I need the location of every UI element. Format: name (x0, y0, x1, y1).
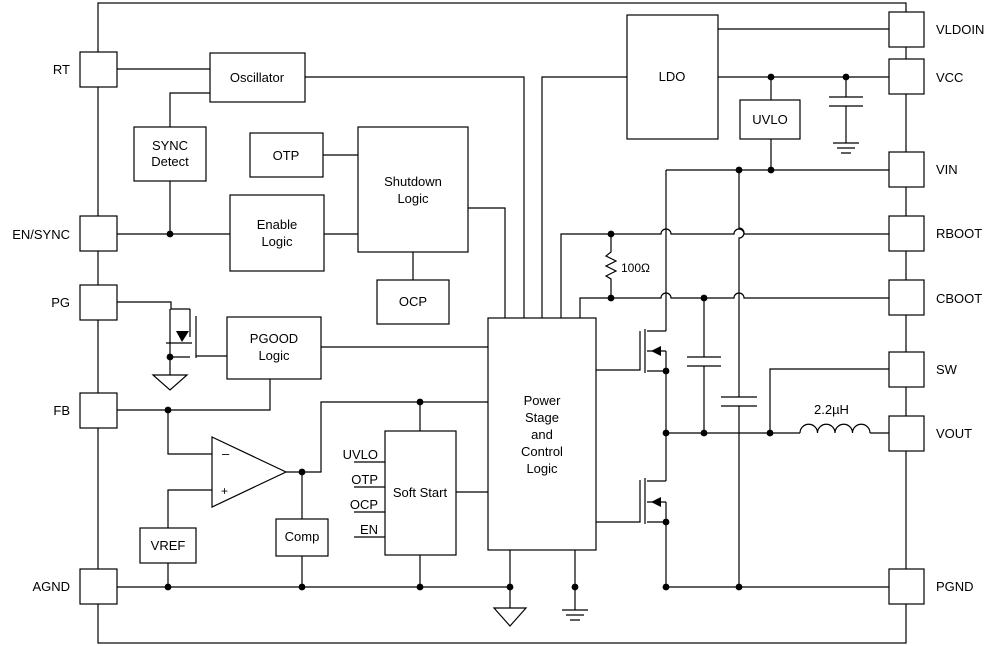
pin-pg-label: PG (51, 295, 70, 310)
shutdown-logic-label-2: Logic (397, 191, 429, 206)
sync-detect-label-2: Detect (151, 154, 189, 169)
soft-start-inputs: UVLO OTP OCP EN (343, 447, 378, 537)
power-stage-label-2: Stage (525, 410, 559, 425)
comp-label: Comp (285, 529, 320, 544)
soft-start-label: Soft Start (393, 485, 448, 500)
soft-start-input-ocp: OCP (350, 497, 378, 512)
enable-logic-label-1: Enable (257, 217, 297, 232)
otp-label: OTP (273, 148, 300, 163)
pin-vout-label: VOUT (936, 426, 972, 441)
otp-block: OTP (249, 132, 324, 178)
pin-pg-box (79, 284, 118, 321)
ocp-label: OCP (399, 294, 427, 309)
pin-en-sync-box (79, 215, 118, 252)
pin-fb-label: FB (53, 403, 70, 418)
pin-vin-box (888, 151, 925, 188)
amp-plus-sign: + (221, 484, 228, 498)
enable-logic-label-2: Logic (261, 234, 293, 249)
pin-vin-label: VIN (936, 162, 958, 177)
oscillator-block: Oscillator (209, 52, 306, 103)
inductor-value: 2.2µH (814, 402, 849, 417)
pin-sw-label: SW (936, 362, 958, 377)
sync-detect-block: SYNC Detect (133, 126, 207, 182)
ldo-label: LDO (659, 69, 686, 84)
soft-start-input-en: EN (360, 522, 378, 537)
power-stage-label-3: and (531, 427, 553, 442)
soft-start-input-otp: OTP (351, 472, 378, 487)
pin-pgnd-label: PGND (936, 579, 974, 594)
power-stage-label-1: Power (524, 393, 562, 408)
wires (117, 28, 889, 627)
pin-cboot-box (888, 279, 925, 316)
soft-start-block: Soft Start (384, 430, 457, 556)
pin-rboot-label: RBOOT (936, 226, 982, 241)
pin-vcc-box (888, 58, 925, 95)
chip-outline (97, 2, 907, 644)
ldo-block: LDO (626, 14, 719, 140)
pin-fb-box (79, 392, 118, 429)
pin-rt-label: RT (53, 62, 70, 77)
pin-agnd-label: AGND (32, 579, 70, 594)
power-stage-block: Power Stage and Control Logic (487, 317, 597, 551)
enable-logic-block: Enable Logic (229, 194, 325, 272)
pin-rt-box (79, 51, 118, 88)
pin-vldoin-box (888, 11, 925, 48)
power-stage-label-4: Control (521, 444, 563, 459)
junction-dots (164, 73, 850, 591)
vref-label: VREF (151, 538, 186, 553)
pin-agnd-box (79, 568, 118, 605)
pin-vout-box (888, 415, 925, 452)
pin-rboot-box (888, 215, 925, 252)
shutdown-logic-block: Shutdown Logic (357, 126, 469, 253)
comp-block: Comp (275, 518, 329, 557)
pgood-logic-block: PGOOD Logic (226, 316, 322, 380)
pin-vldoin-label: VLDOIN (936, 22, 984, 37)
pin-en-sync-label: EN/SYNC (12, 227, 70, 242)
sync-detect-label-1: SYNC (152, 138, 188, 153)
ocp-block: OCP (376, 279, 450, 325)
pin-pgnd-box (888, 568, 925, 605)
pgood-logic-label-1: PGOOD (250, 331, 298, 346)
pin-cboot-label: CBOOT (936, 291, 982, 306)
soft-start-input-uvlo: UVLO (343, 447, 378, 462)
power-stage-label-5: Logic (526, 461, 558, 476)
resistor-value: 100Ω (621, 261, 650, 275)
uvlo-label: UVLO (752, 112, 787, 127)
pin-sw-box (888, 351, 925, 388)
pgood-logic-label-2: Logic (258, 348, 290, 363)
shutdown-logic-label-1: Shutdown (384, 174, 442, 189)
uvlo-block: UVLO (739, 99, 801, 140)
oscillator-label: Oscillator (230, 70, 285, 85)
pin-vcc-label: VCC (936, 70, 963, 85)
vref-block: VREF (139, 527, 197, 564)
left-pins: RT EN/SYNC PG FB AGND (12, 51, 118, 605)
right-pins: VLDOIN VCC VIN RBOOT CBOOT SW VOUT PGND (888, 11, 984, 605)
error-amplifier: – + (211, 436, 288, 508)
amp-minus-sign: – (222, 446, 230, 461)
